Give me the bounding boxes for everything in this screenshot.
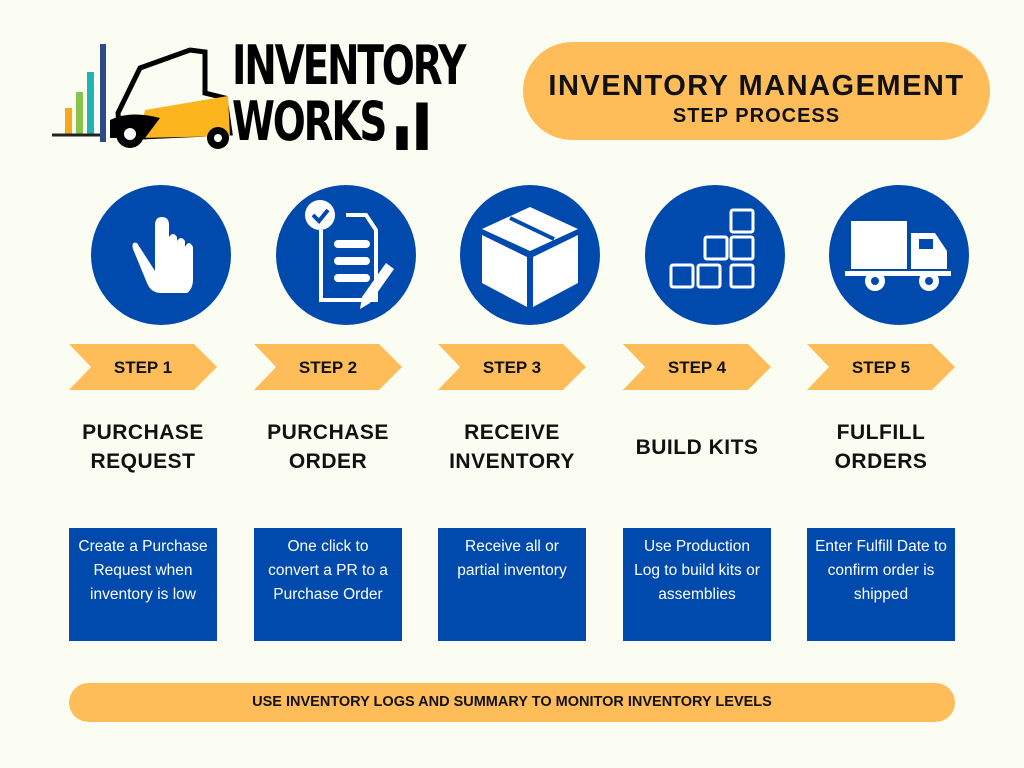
logo-line2: WORKS ▖▌ (232, 90, 439, 153)
step-chevron: STEP 1 (69, 344, 217, 390)
step-chevron: STEP 5 (807, 344, 955, 390)
step-label: STEP 3 (482, 358, 542, 377)
header-subtitle: STEP PROCESS (672, 105, 841, 127)
header-title: INVENTORY MANAGEMENT (548, 70, 965, 102)
document-pencil-icon (276, 185, 416, 325)
stacked-blocks-icon (645, 185, 785, 325)
delivery-truck-icon (829, 185, 969, 325)
step-description: Use Production Log to build kits or asse… (623, 528, 771, 641)
logo-wordmark: INVENTORY WORKS ▖▌ (232, 34, 466, 155)
step-title: BUILD KITS (635, 435, 759, 459)
step-chevron: STEP 4 (623, 344, 771, 390)
step-title: PURCHASE REQUEST (82, 421, 204, 473)
box-icon (460, 185, 600, 325)
header-banner: INVENTORY MANAGEMENT STEP PROCESS (523, 42, 990, 140)
step-chevron: STEP 2 (254, 344, 402, 390)
step-chevron: STEP 3 (438, 344, 586, 390)
footer-banner: USE INVENTORY LOGS AND SUMMARY TO MONITO… (69, 683, 955, 722)
step-description: Receive all or partial inventory (438, 528, 586, 641)
logo-line1: INVENTORY (232, 34, 466, 97)
step-description: Create a Purchase Request when inventory… (69, 528, 217, 641)
step-description: Enter Fulfill Date to confirm order is s… (807, 528, 955, 641)
step-label: STEP 2 (298, 358, 358, 377)
forklift-logo-icon (52, 44, 233, 149)
step-title: PURCHASE ORDER (267, 421, 389, 473)
step-label: STEP 1 (113, 358, 173, 377)
step-description: One click to convert a PR to a Purchase … (254, 528, 402, 641)
step-title: FULFILL ORDERS (834, 421, 928, 473)
step-label: STEP 4 (667, 358, 727, 377)
logo (50, 38, 470, 153)
step-title: RECEIVE INVENTORY (449, 421, 575, 473)
step-label: STEP 5 (851, 358, 911, 377)
pointing-hand-icon (91, 185, 231, 325)
